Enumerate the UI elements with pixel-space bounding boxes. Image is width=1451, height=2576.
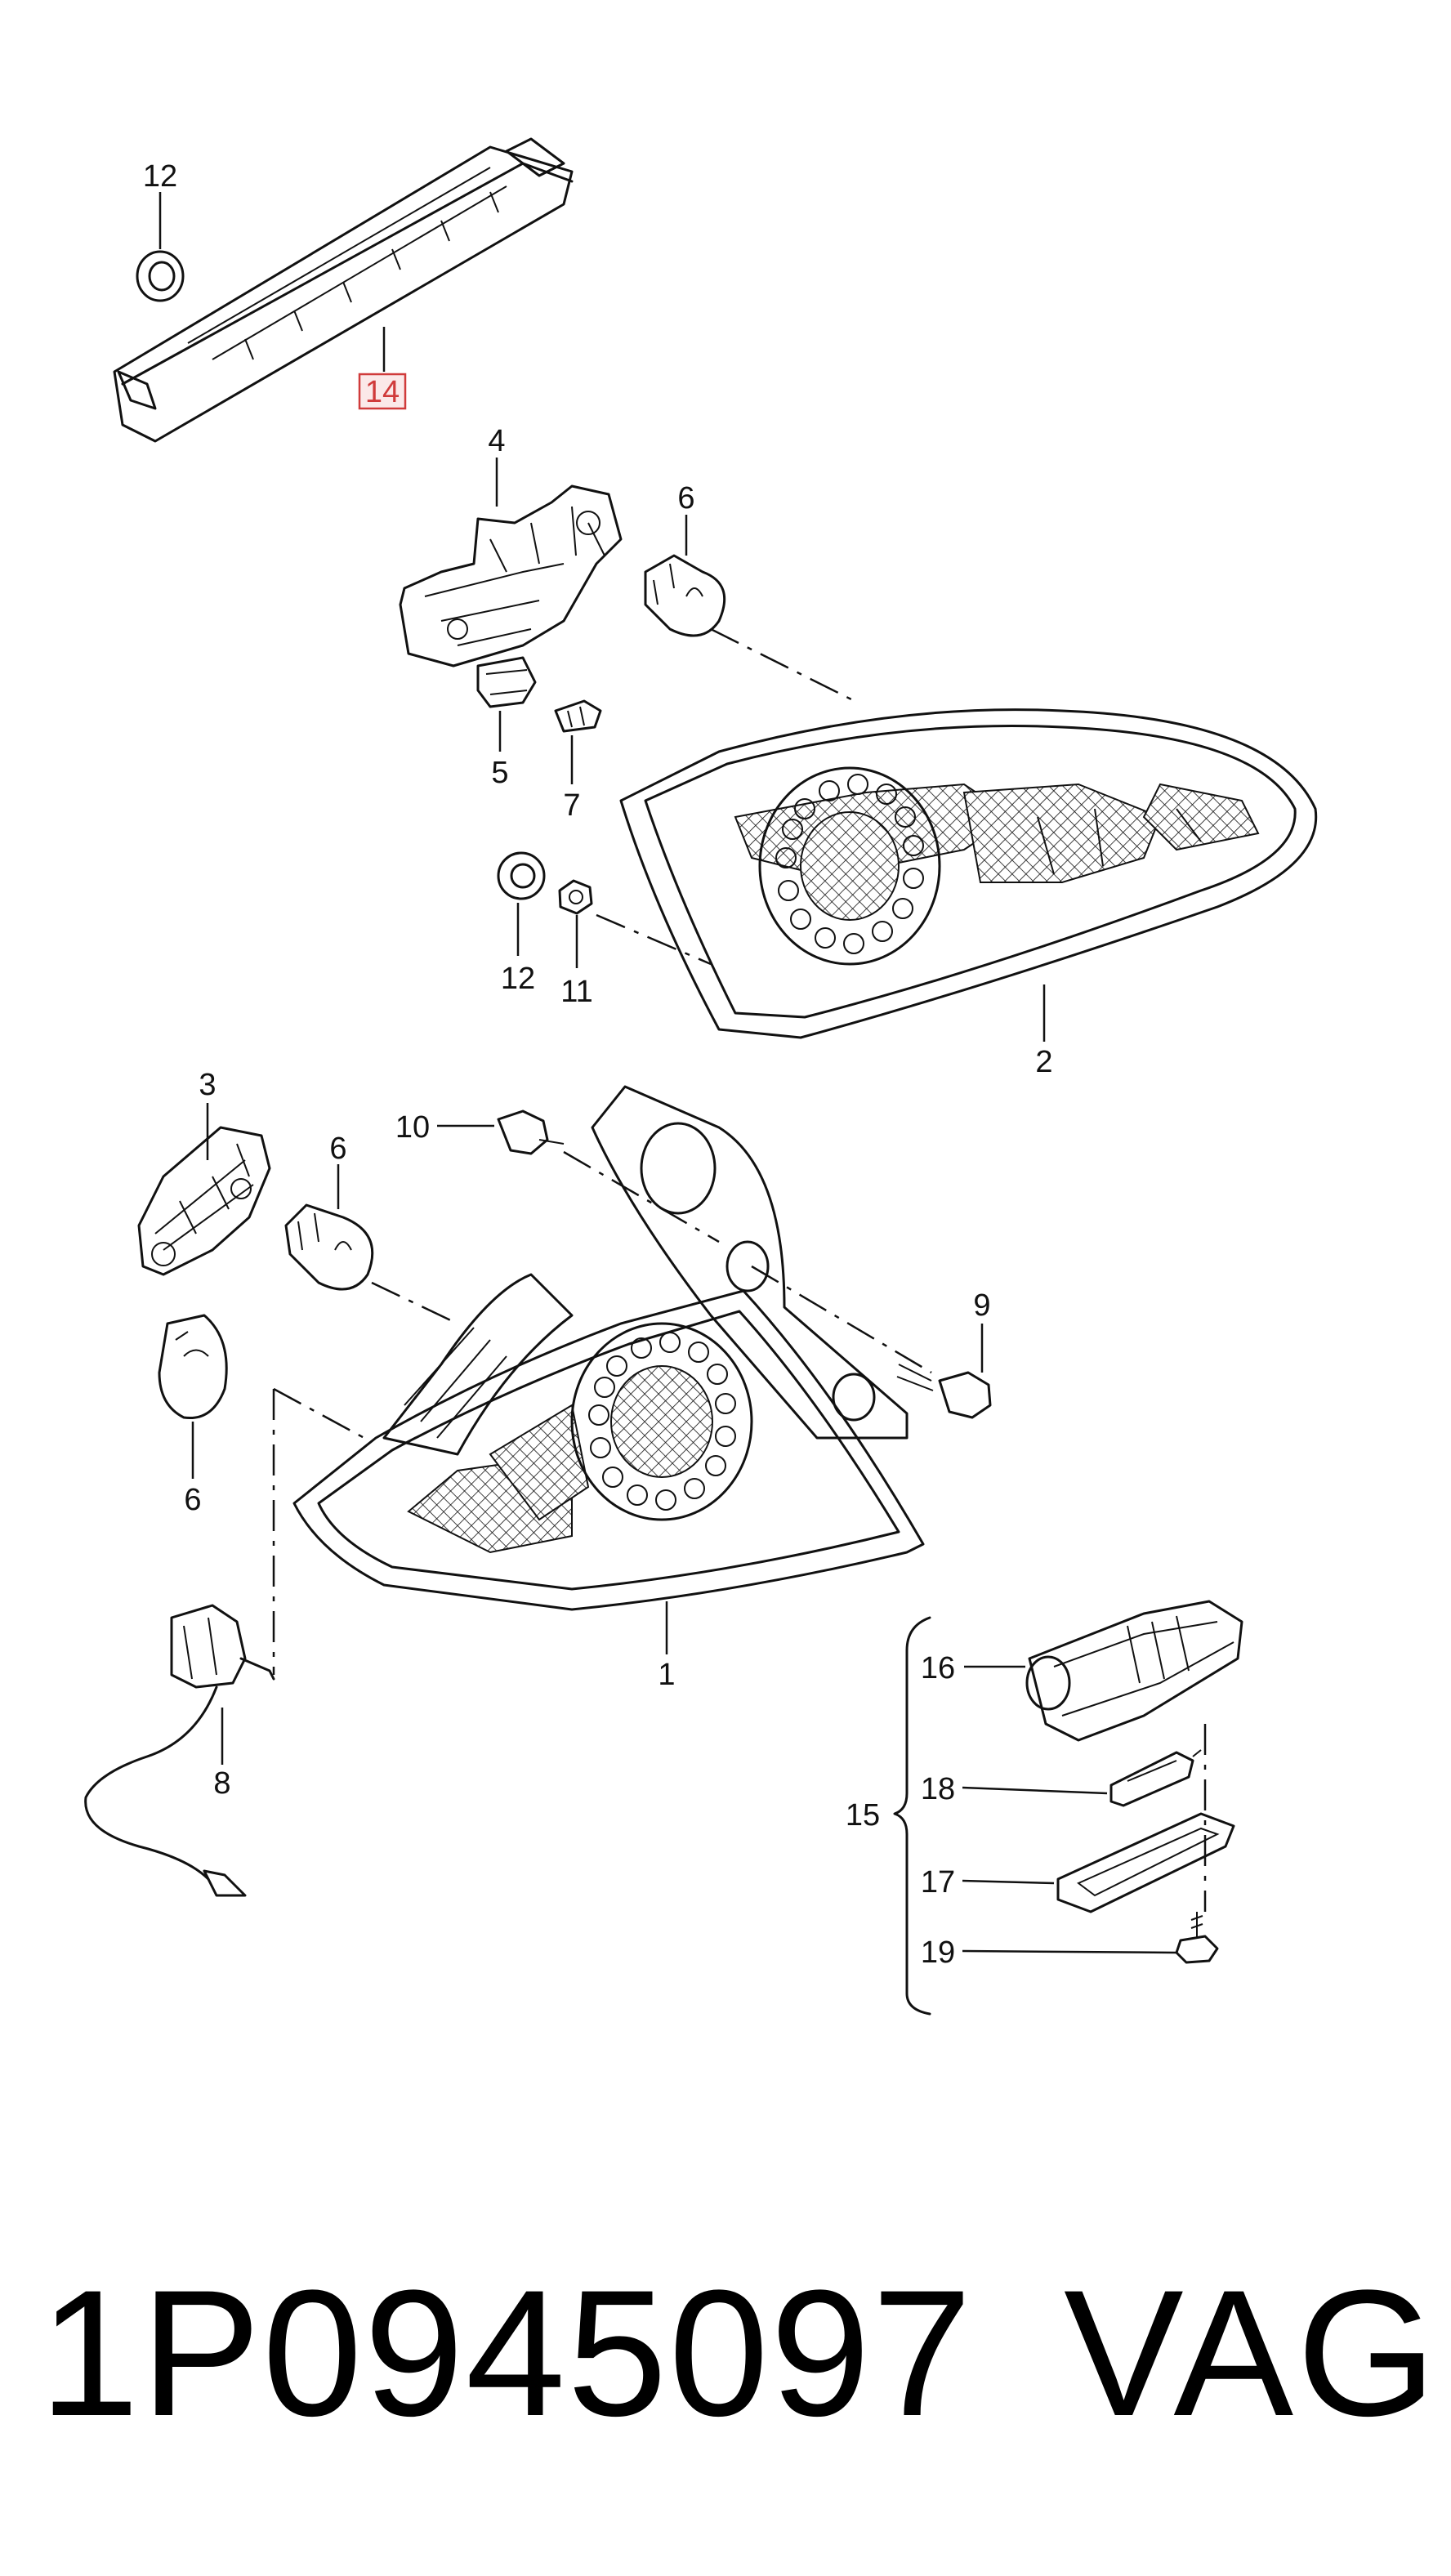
callout-label: 17 xyxy=(921,1865,955,1900)
callout-label: 2 xyxy=(1035,1045,1052,1079)
assembly-line xyxy=(710,627,859,704)
leader-line xyxy=(962,1879,1055,1885)
callout-label: 7 xyxy=(563,788,580,823)
callout-label: 4 xyxy=(488,424,505,458)
brake-light-strip-part xyxy=(113,137,574,443)
group-bracket xyxy=(893,1616,931,2016)
callout-label: 15 xyxy=(846,1798,880,1833)
callout-label: 6 xyxy=(329,1132,346,1166)
callout-highlight-box xyxy=(358,373,407,410)
callout-label-highlighted: 14 xyxy=(365,375,400,409)
inner-tail-lamp-part xyxy=(619,708,1318,1039)
small-bulb-part xyxy=(554,699,602,733)
lamp-lens-part xyxy=(1056,1812,1235,1913)
callout-label: 6 xyxy=(184,1483,201,1517)
callout-label: 12 xyxy=(501,962,535,996)
leader-line xyxy=(962,1949,1177,1954)
nut-part xyxy=(558,879,593,915)
licence-plate-lamp-part xyxy=(1025,1600,1243,1742)
assembly-line xyxy=(751,1265,932,1374)
callout-label: 6 xyxy=(677,481,694,516)
callout-label: 10 xyxy=(395,1110,430,1145)
wiring-harness-part xyxy=(84,1604,275,1897)
socket-part xyxy=(476,656,537,708)
bulb-holder-lower-part xyxy=(137,1126,271,1276)
festoon-bulb-part xyxy=(1109,1749,1202,1807)
callout-label: 18 xyxy=(921,1772,955,1806)
leader-line xyxy=(962,1786,1108,1795)
outer-tail-lamp-part xyxy=(292,1273,925,1611)
bulb-holder-upper-part xyxy=(399,484,623,667)
callout-label: 8 xyxy=(213,1766,230,1801)
lamp-bracket-part xyxy=(591,1085,909,1440)
assembly-line xyxy=(371,1281,458,1325)
bulb-lower-part xyxy=(158,1314,228,1420)
callout-label: 9 xyxy=(973,1288,990,1323)
callout-label: 5 xyxy=(491,756,508,790)
callout-label: 16 xyxy=(921,1651,955,1685)
callout-label: 12 xyxy=(143,159,177,194)
bolt-part xyxy=(896,1364,992,1419)
grommet-part xyxy=(136,250,185,302)
bulb-middle-part xyxy=(284,1203,374,1291)
lamp-screw-part xyxy=(1175,1912,1219,1964)
assembly-line xyxy=(273,1387,373,1444)
screw-part xyxy=(497,1109,565,1155)
callout-label: 3 xyxy=(199,1068,216,1102)
brand-label: VAG xyxy=(1064,2252,1440,2453)
bulb-upper-part xyxy=(644,554,726,637)
callout-label: 1 xyxy=(658,1658,675,1692)
assembly-line xyxy=(596,913,712,966)
callout-label: 11 xyxy=(560,975,592,1009)
assembly-line xyxy=(563,1150,720,1243)
part-number: 1P0945097 xyxy=(39,2252,974,2453)
grommet-lower-part xyxy=(497,851,546,900)
callout-label: 19 xyxy=(921,1935,955,1970)
